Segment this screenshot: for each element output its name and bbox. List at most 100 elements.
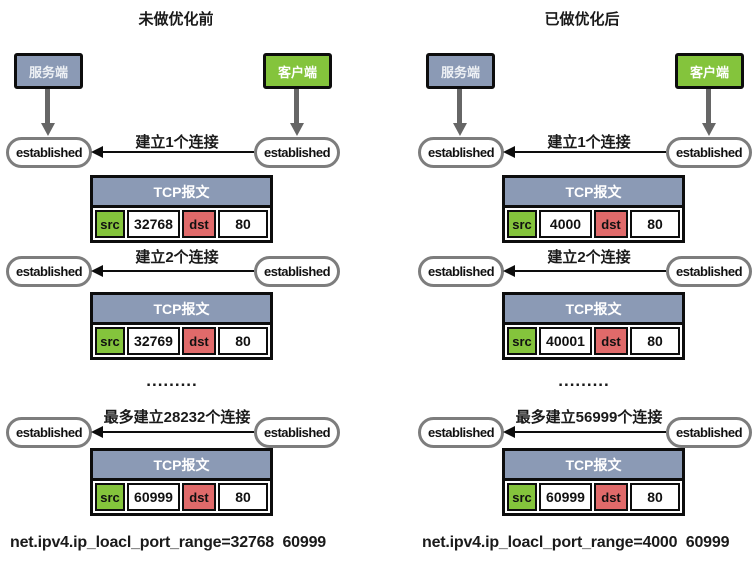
dst-port-label: dst — [182, 210, 216, 238]
server-down-arrow — [41, 89, 55, 137]
arrow-head-icon — [290, 123, 304, 136]
arrow-head-icon — [41, 123, 55, 136]
client-node: 客户端 — [675, 53, 744, 89]
dst-port-value: 80 — [630, 210, 680, 238]
connection-count-label: 建立1个连接 — [135, 134, 219, 151]
connection-arrow — [503, 417, 666, 448]
arrow-head-icon — [91, 426, 103, 438]
dst-port-value: 80 — [630, 327, 680, 355]
sysctl-config-text: net.ipv4.ip_loacl_port_range=4000 60999 — [422, 534, 730, 551]
src-port-label: src — [507, 210, 537, 238]
arrow-head-icon — [453, 123, 467, 136]
tcp-packet-2: TCP报文 src 32769 dst 80 — [90, 292, 273, 360]
dst-port-value: 80 — [630, 483, 680, 511]
tcp-packet-header: TCP报文 — [93, 178, 270, 208]
src-port-value: 4000 — [539, 210, 592, 238]
server-node: 服务端 — [14, 53, 83, 89]
arrow-stem — [45, 89, 50, 125]
src-port-label: src — [507, 483, 537, 511]
src-port-value: 32769 — [127, 327, 180, 355]
arrow-head-icon — [91, 265, 103, 277]
ellipsis-dots: ......... — [146, 371, 198, 390]
connection-count-label: 建立2个连接 — [135, 249, 219, 266]
established-state-client: established — [666, 417, 752, 448]
tcp-packet-fields: src 60999 dst 80 — [93, 481, 270, 513]
established-state-server: established — [6, 417, 92, 448]
tcp-packet-header: TCP报文 — [505, 178, 682, 208]
tcp-packet-3: TCP报文 src 60999 dst 80 — [90, 448, 273, 516]
established-state-server: established — [418, 137, 504, 168]
src-port-value: 40001 — [539, 327, 592, 355]
connection-arrow — [503, 137, 666, 168]
connection-count-label: 最多建立28232个连接 — [103, 409, 251, 426]
dst-port-value: 80 — [218, 210, 268, 238]
tcp-packet-2: TCP报文 src 40001 dst 80 — [502, 292, 685, 360]
src-port-label: src — [95, 210, 125, 238]
arrow-stem — [457, 89, 462, 125]
arrow-line — [513, 270, 666, 272]
tcp-packet-fields: src 32769 dst 80 — [93, 325, 270, 357]
connection-count-label: 建立2个连接 — [547, 249, 631, 266]
dst-port-label: dst — [594, 483, 628, 511]
dst-port-label: dst — [594, 327, 628, 355]
connection-arrow — [503, 256, 666, 287]
arrow-head-icon — [503, 146, 515, 158]
src-port-label: src — [95, 327, 125, 355]
src-port-label: src — [507, 327, 537, 355]
tcp-packet-1: TCP报文 src 32768 dst 80 — [90, 175, 273, 243]
tcp-packet-fields: src 4000 dst 80 — [505, 208, 682, 240]
dst-port-value: 80 — [218, 483, 268, 511]
client-down-arrow — [702, 89, 716, 137]
tcp-packet-header: TCP报文 — [505, 295, 682, 325]
established-state-client: established — [254, 256, 340, 287]
src-port-label: src — [95, 483, 125, 511]
src-port-value: 60999 — [539, 483, 592, 511]
connection-count-label: 建立1个连接 — [547, 134, 631, 151]
dst-port-label: dst — [182, 483, 216, 511]
tcp-packet-fields: src 40001 dst 80 — [505, 325, 682, 357]
panel-after-optimization: 已做优化后 服务端 客户端 建立1个连接 established establi… — [412, 0, 754, 561]
established-state-client: established — [666, 256, 752, 287]
dst-port-label: dst — [594, 210, 628, 238]
tcp-packet-header: TCP报文 — [93, 295, 270, 325]
arrow-line — [101, 270, 254, 272]
tcp-packet-3: TCP报文 src 60999 dst 80 — [502, 448, 685, 516]
established-state-server: established — [418, 417, 504, 448]
established-state-client: established — [666, 137, 752, 168]
arrow-line — [101, 431, 254, 433]
established-state-server: established — [6, 256, 92, 287]
panel-title: 已做优化后 — [544, 11, 620, 28]
ellipsis-dots: ......... — [558, 371, 610, 390]
client-node: 客户端 — [263, 53, 332, 89]
src-port-value: 60999 — [127, 483, 180, 511]
arrow-stem — [706, 89, 711, 125]
panel-title: 未做优化前 — [138, 11, 214, 28]
tcp-packet-1: TCP报文 src 4000 dst 80 — [502, 175, 685, 243]
connection-count-label: 最多建立56999个连接 — [515, 409, 663, 426]
tcp-packet-fields: src 60999 dst 80 — [505, 481, 682, 513]
established-state-server: established — [6, 137, 92, 168]
tcp-packet-header: TCP报文 — [93, 451, 270, 481]
connection-arrow — [91, 417, 254, 448]
established-state-client: established — [254, 417, 340, 448]
connection-arrow — [91, 256, 254, 287]
connection-arrow — [91, 137, 254, 168]
arrow-line — [513, 151, 666, 153]
dst-port-label: dst — [182, 327, 216, 355]
arrow-head-icon — [503, 426, 515, 438]
server-down-arrow — [453, 89, 467, 137]
arrow-line — [513, 431, 666, 433]
arrow-stem — [294, 89, 299, 125]
tcp-packet-header: TCP报文 — [505, 451, 682, 481]
tcp-packet-fields: src 32768 dst 80 — [93, 208, 270, 240]
server-node: 服务端 — [426, 53, 495, 89]
arrow-head-icon — [702, 123, 716, 136]
arrow-head-icon — [91, 146, 103, 158]
arrow-head-icon — [503, 265, 515, 277]
sysctl-config-text: net.ipv4.ip_loacl_port_range=32768 60999 — [10, 534, 326, 551]
dst-port-value: 80 — [218, 327, 268, 355]
panel-before-optimization: 未做优化前 服务端 客户端 建立1个连接 established establi… — [6, 11, 340, 551]
src-port-value: 32768 — [127, 210, 180, 238]
established-state-server: established — [418, 256, 504, 287]
